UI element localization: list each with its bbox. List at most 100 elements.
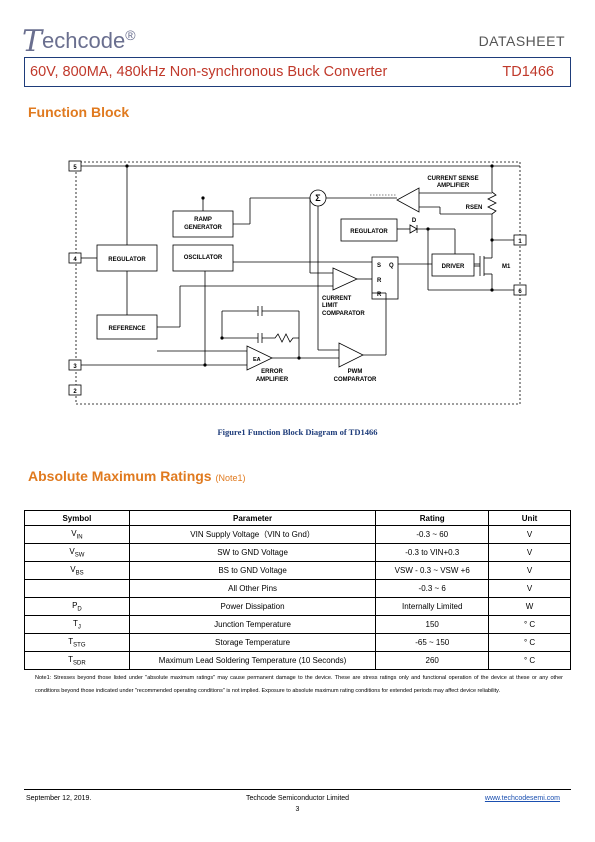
latch-q-label: Q — [389, 263, 394, 269]
function-block-heading: Function Block — [28, 104, 130, 120]
datasheet-label: DATASHEET — [478, 33, 565, 49]
col-rating: Rating — [375, 510, 490, 526]
parameter-cell: Maximum Lead Soldering Temperature (10 S… — [128, 651, 377, 670]
symbol-main: T — [68, 654, 74, 664]
mosfet-m1 — [474, 256, 492, 276]
symbol-main: P — [72, 600, 78, 610]
current-sense-line2: AMPLIFIER — [437, 183, 470, 189]
document-title: 60V, 800MA, 480kHz Non-synchronous Buck … — [30, 64, 388, 80]
logo-text: echcode — [42, 28, 126, 53]
unit-cell: ° C — [488, 651, 571, 670]
unit-cell: ° C — [488, 633, 571, 652]
rsen-label: RSEN — [466, 205, 483, 211]
parameter-cell: Power Dissipation — [128, 597, 377, 616]
current-limit-line1: CURRENT — [322, 296, 352, 302]
part-number: TD1466 — [502, 64, 554, 80]
wiring — [81, 165, 520, 366]
symbol-main: V — [69, 546, 75, 556]
symbol-main: V — [71, 528, 77, 538]
pin-3-label: 3 — [73, 364, 77, 370]
page-number: 3 — [295, 806, 300, 813]
current-sense-amplifier — [396, 187, 420, 213]
rating-cell: VSW - 0.3 ~ VSW +6 — [375, 561, 490, 580]
symbol-subscript: STG — [73, 642, 86, 649]
ea-label: EA — [253, 357, 261, 363]
footer-divider — [24, 789, 571, 790]
symbol-cell: TSTG — [24, 633, 130, 652]
ramp-generator-line2: GENERATOR — [184, 225, 222, 231]
compensation-network — [221, 306, 300, 358]
unit-cell: W — [488, 597, 571, 616]
diode-d — [409, 224, 418, 234]
unit-cell: V — [488, 525, 571, 544]
footer-company: Techcode Semiconductor Limited — [245, 795, 350, 802]
symbol-subscript: D — [77, 606, 82, 613]
company-logo: Techcode® — [22, 24, 136, 59]
symbol-cell: VIN — [24, 525, 130, 544]
rating-cell: 260 — [375, 651, 490, 670]
logo-registered-mark: ® — [125, 27, 136, 43]
parameter-cell: VIN Supply Voltage（VIN to Gnd） — [128, 525, 377, 544]
ramp-generator-block — [172, 210, 234, 238]
current-limit-line3: COMPARATOR — [322, 311, 365, 317]
symbol-cell: PD — [24, 597, 130, 616]
sr-latch-block — [371, 256, 399, 300]
symbol-cell: VSW — [24, 543, 130, 562]
reference-block — [96, 314, 158, 340]
col-parameter: Parameter — [128, 510, 377, 526]
driver-label: DRIVER — [442, 264, 465, 270]
pin-5-label: 5 — [73, 165, 77, 171]
footer-website-link[interactable]: www.techcodesemi.com — [484, 795, 560, 802]
error-amp-line1: ERROR — [261, 369, 283, 375]
pin-4-label: 4 — [73, 257, 77, 263]
latch-r1-label: R — [377, 278, 382, 284]
pwm-line2: COMPARATOR — [334, 377, 377, 383]
rating-cell: -0.3 to VIN+0.3 — [375, 543, 490, 562]
pwm-comparator — [338, 342, 364, 368]
symbol-cell: VBS — [24, 561, 130, 580]
symbol-subscript: IN — [76, 534, 83, 541]
reference-label: REFERENCE — [108, 326, 145, 332]
current-sense-line1: CURRENT SENSE — [427, 176, 478, 182]
current-limit-line2: LIMIT — [322, 303, 338, 309]
parameter-cell: Storage Temperature — [128, 633, 377, 652]
latch-s-label: S — [377, 263, 381, 269]
col-symbol: Symbol — [24, 510, 130, 526]
oscillator-block — [172, 244, 234, 272]
ratings-heading: Absolute Maximum Ratings (Note1) — [28, 468, 246, 484]
regulator-right-block — [340, 218, 398, 242]
rsen-resistor — [487, 191, 497, 215]
pin-1-label: 1 — [518, 239, 522, 245]
error-amp-line2: AMPLIFIER — [256, 377, 289, 383]
pwm-line1: PWM — [348, 369, 363, 375]
figure-caption: Figure1 Function Block Diagram of TD1466 — [217, 427, 378, 437]
driver-block — [431, 253, 475, 277]
ratings-header-row: Symbol Parameter Rating Unit — [24, 510, 571, 526]
unit-cell: V — [488, 561, 571, 580]
symbol-main: V — [70, 564, 76, 574]
pin-2-label: 2 — [73, 389, 77, 395]
parameter-cell: SW to GND Voltage — [128, 543, 377, 562]
error-amplifier — [246, 345, 273, 371]
rating-cell: Internally Limited — [375, 597, 490, 616]
oscillator-label: OSCILLATOR — [184, 255, 223, 261]
current-limit-comparator — [332, 267, 358, 291]
unit-cell: V — [488, 579, 571, 598]
regulator-left-label: REGULATOR — [108, 257, 146, 263]
logo-initial: T — [22, 24, 43, 59]
diode-label: D — [412, 218, 417, 224]
unit-cell: ° C — [488, 615, 571, 634]
sum-symbol: Σ — [315, 193, 321, 203]
latch-r2-label: R — [377, 292, 382, 298]
parameter-cell: BS to GND Voltage — [128, 561, 377, 580]
rating-cell: -0.3 ~ 6 — [375, 579, 490, 598]
symbol-subscript: SW — [74, 552, 85, 559]
